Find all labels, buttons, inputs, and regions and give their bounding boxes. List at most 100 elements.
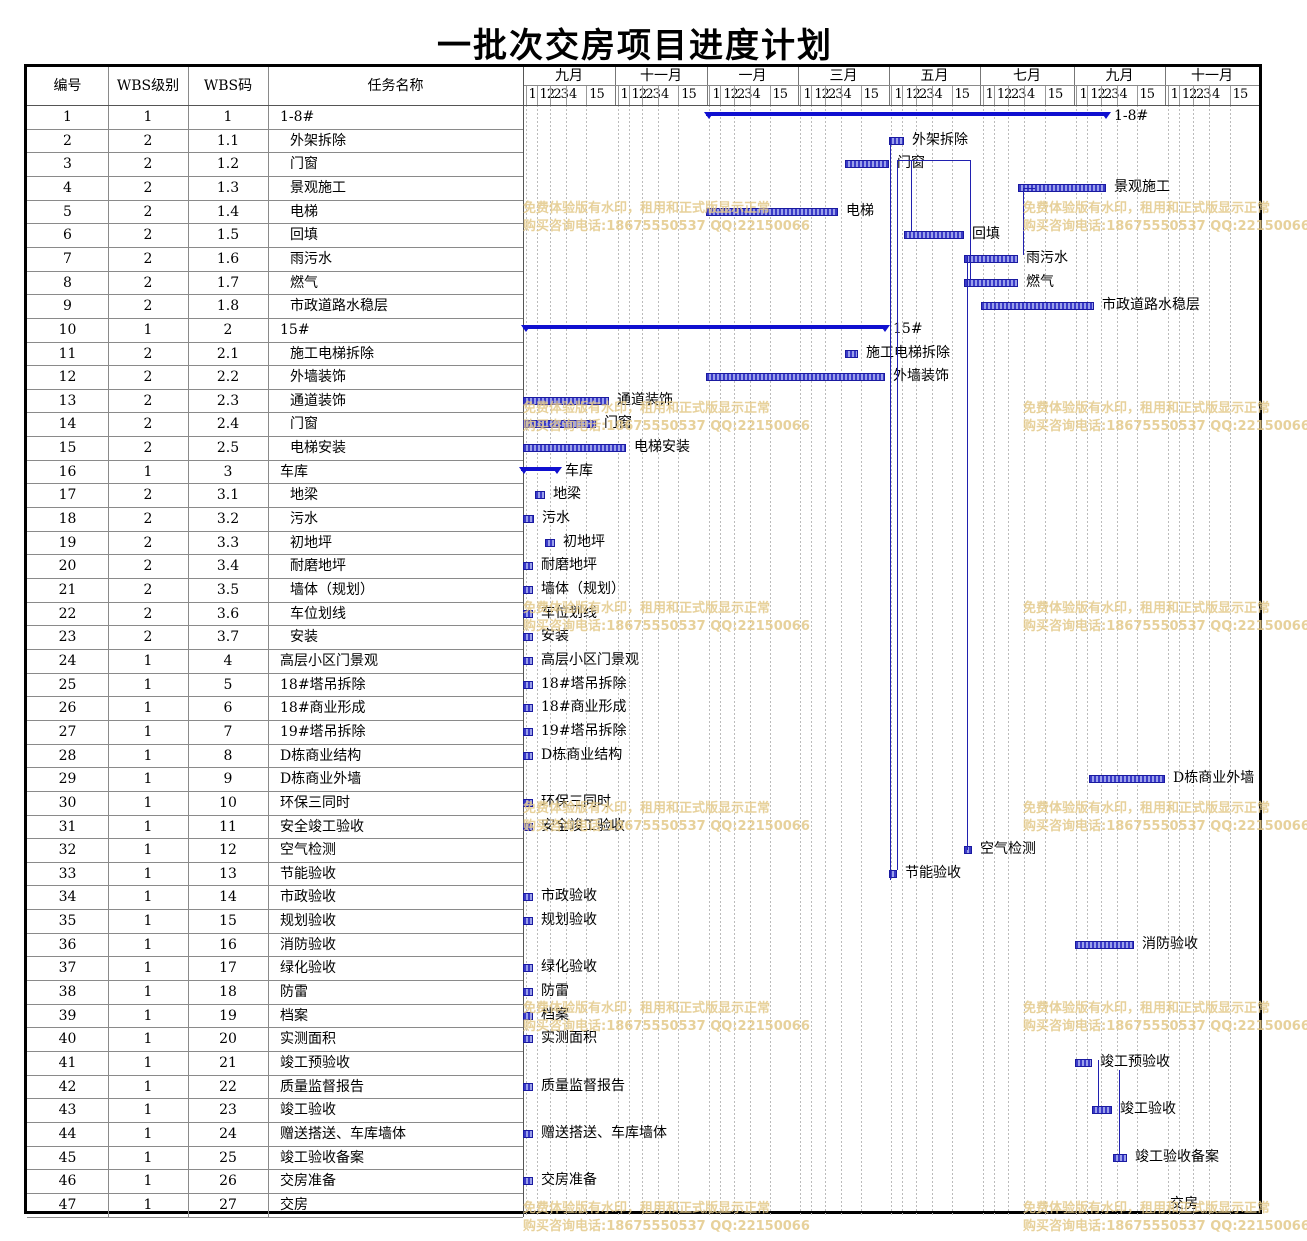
task-bar[interactable] — [545, 538, 555, 547]
row-code: 21 — [219, 1055, 237, 1071]
watermark-line2: 购买咨询电话:18675550537 QQ:22150066 — [523, 219, 810, 234]
task-name: 防雷 — [280, 984, 308, 1001]
task-bar[interactable] — [523, 562, 533, 571]
tick-divider — [840, 85, 842, 105]
gantt-gridline — [1024, 105, 1025, 1217]
row-no: 4 — [63, 179, 72, 196]
tick-divider — [658, 85, 659, 105]
task-bar[interactable] — [523, 917, 533, 926]
task-bar[interactable] — [523, 444, 626, 453]
week-tick: 1 — [620, 87, 629, 102]
row-no: 6 — [63, 227, 72, 244]
gantt-gridline — [550, 105, 552, 1217]
task-bar[interactable] — [889, 136, 904, 145]
task-bar[interactable] — [904, 231, 964, 240]
task-bar[interactable] — [1092, 1106, 1112, 1115]
tick-divider — [951, 85, 953, 105]
tick-divider — [586, 85, 588, 105]
row-level: 2 — [143, 487, 153, 504]
tick-divider — [931, 85, 933, 105]
row-level: 1 — [143, 463, 153, 480]
task-bar[interactable] — [523, 964, 533, 973]
task-bar[interactable] — [535, 491, 545, 500]
task-bar[interactable] — [523, 822, 533, 831]
task-bar[interactable] — [523, 633, 533, 642]
task-name: 交房 — [280, 1196, 308, 1213]
task-bar[interactable] — [845, 349, 858, 358]
gantt-gridline — [1167, 105, 1169, 1217]
task-bar[interactable] — [523, 1035, 533, 1044]
task-bar[interactable] — [523, 656, 533, 665]
task-bar[interactable] — [523, 727, 533, 736]
task-bar[interactable] — [523, 1011, 533, 1020]
task-bar[interactable] — [523, 609, 533, 618]
tick-divider — [566, 85, 567, 105]
bar-label: 质量监督报告 — [541, 1077, 625, 1094]
task-bar[interactable] — [523, 798, 533, 807]
gantt-gridline — [902, 105, 904, 1217]
summary-bar[interactable] — [523, 324, 885, 329]
task-bar[interactable] — [523, 1082, 533, 1091]
month-header: 七月 — [1013, 68, 1041, 84]
row-level: 1 — [143, 1078, 153, 1095]
row-no: 19 — [58, 534, 77, 551]
week-tick: 12 — [631, 87, 648, 102]
bar-label: 车库 — [565, 462, 593, 479]
tick-divider — [720, 85, 722, 105]
task-bar[interactable] — [1075, 940, 1134, 949]
task-bar[interactable] — [523, 396, 609, 405]
summary-cap — [880, 324, 890, 332]
task-bar[interactable] — [706, 373, 885, 382]
task-bar[interactable] — [964, 846, 972, 855]
week-tick: 12 — [1181, 87, 1198, 102]
row-no: 23 — [58, 629, 77, 646]
row-no: 25 — [58, 676, 77, 693]
task-bar[interactable] — [964, 254, 1018, 263]
tick-divider — [678, 85, 680, 105]
week-tick: 4 — [843, 87, 852, 102]
task-bar[interactable] — [981, 302, 1094, 311]
row-level: 2 — [143, 298, 153, 315]
task-bar[interactable] — [523, 704, 533, 713]
summary-bar[interactable] — [521, 466, 557, 471]
gantt-gridline — [931, 105, 933, 1217]
task-bar[interactable] — [889, 869, 897, 878]
month-divider — [1165, 67, 1166, 105]
task-bar[interactable] — [523, 680, 533, 689]
row-level: 2 — [143, 558, 153, 575]
task-bar[interactable] — [845, 160, 889, 169]
task-bar[interactable] — [1075, 1059, 1092, 1067]
row-level: 2 — [143, 179, 153, 196]
row-code: 23 — [219, 1102, 237, 1119]
tick-divider — [1044, 85, 1046, 105]
task-bar[interactable] — [523, 893, 533, 902]
bar-label: 外架拆除 — [912, 131, 968, 148]
row-no: 33 — [58, 865, 77, 882]
watermark-line2: 购买咨询电话:18675550537 QQ:22150066 — [523, 419, 810, 434]
task-bar[interactable] — [706, 207, 838, 216]
page-title: 一批次交房项目进度计划 — [437, 26, 833, 66]
task-bar[interactable] — [964, 278, 1018, 287]
tick-divider — [1178, 85, 1180, 105]
task-bar[interactable] — [523, 988, 533, 997]
bar-label: 污水 — [542, 510, 570, 527]
row-code: 16 — [219, 936, 237, 953]
gantt-gridline — [769, 105, 771, 1217]
row-code: 1.5 — [216, 227, 240, 244]
task-bar[interactable] — [523, 1177, 533, 1186]
tick-divider — [1209, 85, 1210, 105]
task-bar[interactable] — [1089, 775, 1165, 784]
summary-bar[interactable] — [706, 112, 1106, 116]
row-code: 10 — [219, 794, 237, 811]
header-no: 编号 — [53, 78, 82, 94]
task-bar[interactable] — [523, 515, 534, 524]
gantt-gridline — [617, 105, 619, 1217]
task-bar[interactable] — [523, 420, 596, 429]
row-no: 30 — [58, 794, 77, 811]
task-bar[interactable] — [523, 751, 533, 760]
task-bar[interactable] — [523, 1129, 533, 1138]
gantt-gridline — [825, 105, 827, 1217]
task-bar[interactable] — [1113, 1153, 1127, 1162]
task-bar[interactable] — [523, 586, 533, 594]
task-bar[interactable] — [1018, 183, 1106, 192]
